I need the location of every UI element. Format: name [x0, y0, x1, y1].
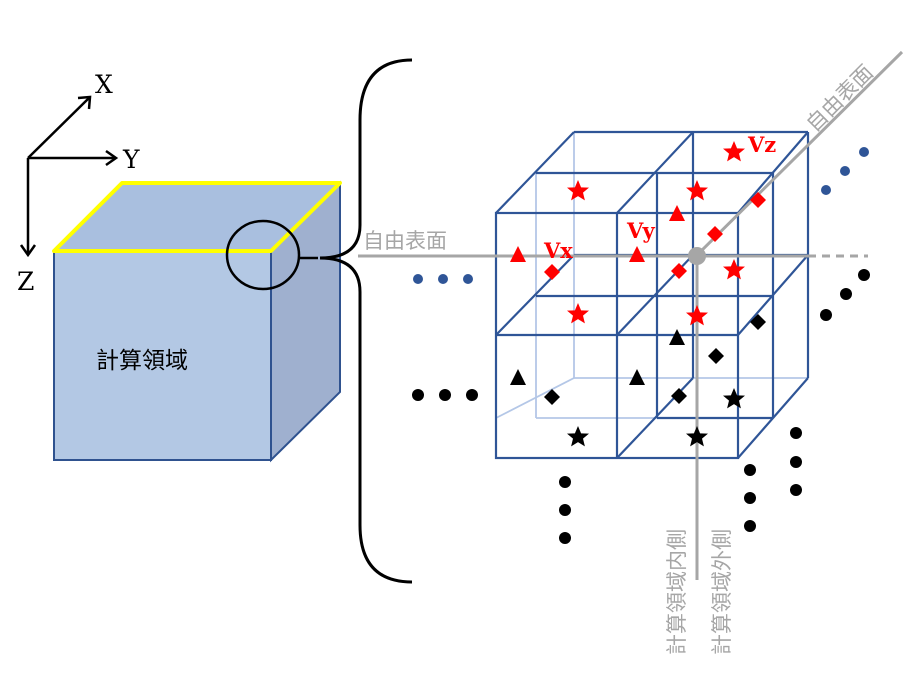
diamond-marker — [750, 314, 766, 330]
grid-node — [688, 247, 706, 265]
z-axis-arrowhead — [19, 244, 37, 258]
coordinate-axes — [19, 95, 119, 258]
cell-grid — [494, 130, 810, 460]
y-axis-label: Y — [122, 145, 140, 174]
star-marker — [567, 303, 589, 324]
domain-box-top — [54, 183, 340, 251]
free-surface-label: 自由表面 — [363, 229, 447, 253]
star-marker — [567, 426, 589, 447]
diamond-marker — [707, 226, 723, 242]
triangle-marker — [669, 329, 685, 345]
black-markers — [510, 314, 766, 447]
domain-box-front — [53, 250, 272, 461]
vz-label: Vz — [747, 132, 776, 157]
diamond-marker — [750, 192, 766, 208]
y-axis-arrowhead — [105, 149, 119, 167]
free-surface-diag-label: 自由表面 — [802, 60, 878, 136]
inside-label: 計算領域内側 — [665, 529, 689, 655]
triangle-marker — [510, 246, 526, 262]
star-marker — [686, 180, 708, 201]
domain-box-label: 計算領域 — [96, 348, 188, 374]
free-surface-outline — [52, 181, 342, 253]
star-marker — [723, 388, 745, 409]
triangle-marker — [510, 369, 526, 385]
diamond-marker — [544, 264, 560, 280]
domain-box — [52, 180, 342, 463]
triangle-marker — [629, 369, 645, 385]
continuation-dots-black — [412, 269, 870, 544]
x-axis-arrowhead — [77, 95, 92, 110]
curly-brace — [319, 58, 413, 584]
x-axis-label: X — [95, 70, 113, 99]
outside-label: 計算領域外側 — [710, 529, 734, 655]
vx-label: Vx — [543, 238, 573, 263]
continuation-dots-blue — [413, 147, 869, 284]
diamond-marker — [671, 388, 687, 404]
x-axis-arrow — [27, 96, 91, 159]
vy-label: Vy — [626, 218, 655, 243]
z-axis-label: Z — [17, 267, 34, 296]
zoom-circle — [225, 219, 301, 291]
star-marker — [723, 141, 745, 162]
diamond-marker — [708, 348, 724, 364]
star-marker — [723, 259, 745, 280]
star-marker — [567, 180, 589, 201]
free-surface-diag-line — [688, 50, 904, 264]
